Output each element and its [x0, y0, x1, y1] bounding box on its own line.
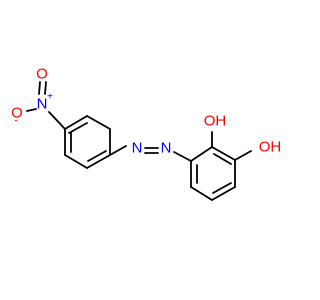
nitro-oxygen-top: O — [36, 66, 48, 83]
catechol-ring — [190, 146, 236, 201]
nitro-oxygen-charge: - — [14, 116, 17, 127]
azo-nitrogen-1: N — [132, 140, 143, 157]
hydroxyl-top: OH — [204, 113, 227, 130]
ring-nitro-bond — [48, 111, 66, 130]
chemical-structure: O N + O - N N OH OH — [11, 66, 282, 201]
nitro-nitrogen-charge: + — [47, 92, 53, 103]
oh-right-bond — [234, 150, 252, 161]
azo-linkage — [109, 145, 192, 162]
nitro-nitrogen: N — [37, 96, 48, 113]
azo-nitrogen-2: N — [161, 140, 172, 157]
nitro-oxygen-minus: O — [11, 105, 23, 122]
hydroxyl-right: OH — [259, 139, 282, 156]
nitrophenyl-ring — [64, 115, 111, 169]
nitro-group — [26, 81, 47, 112]
